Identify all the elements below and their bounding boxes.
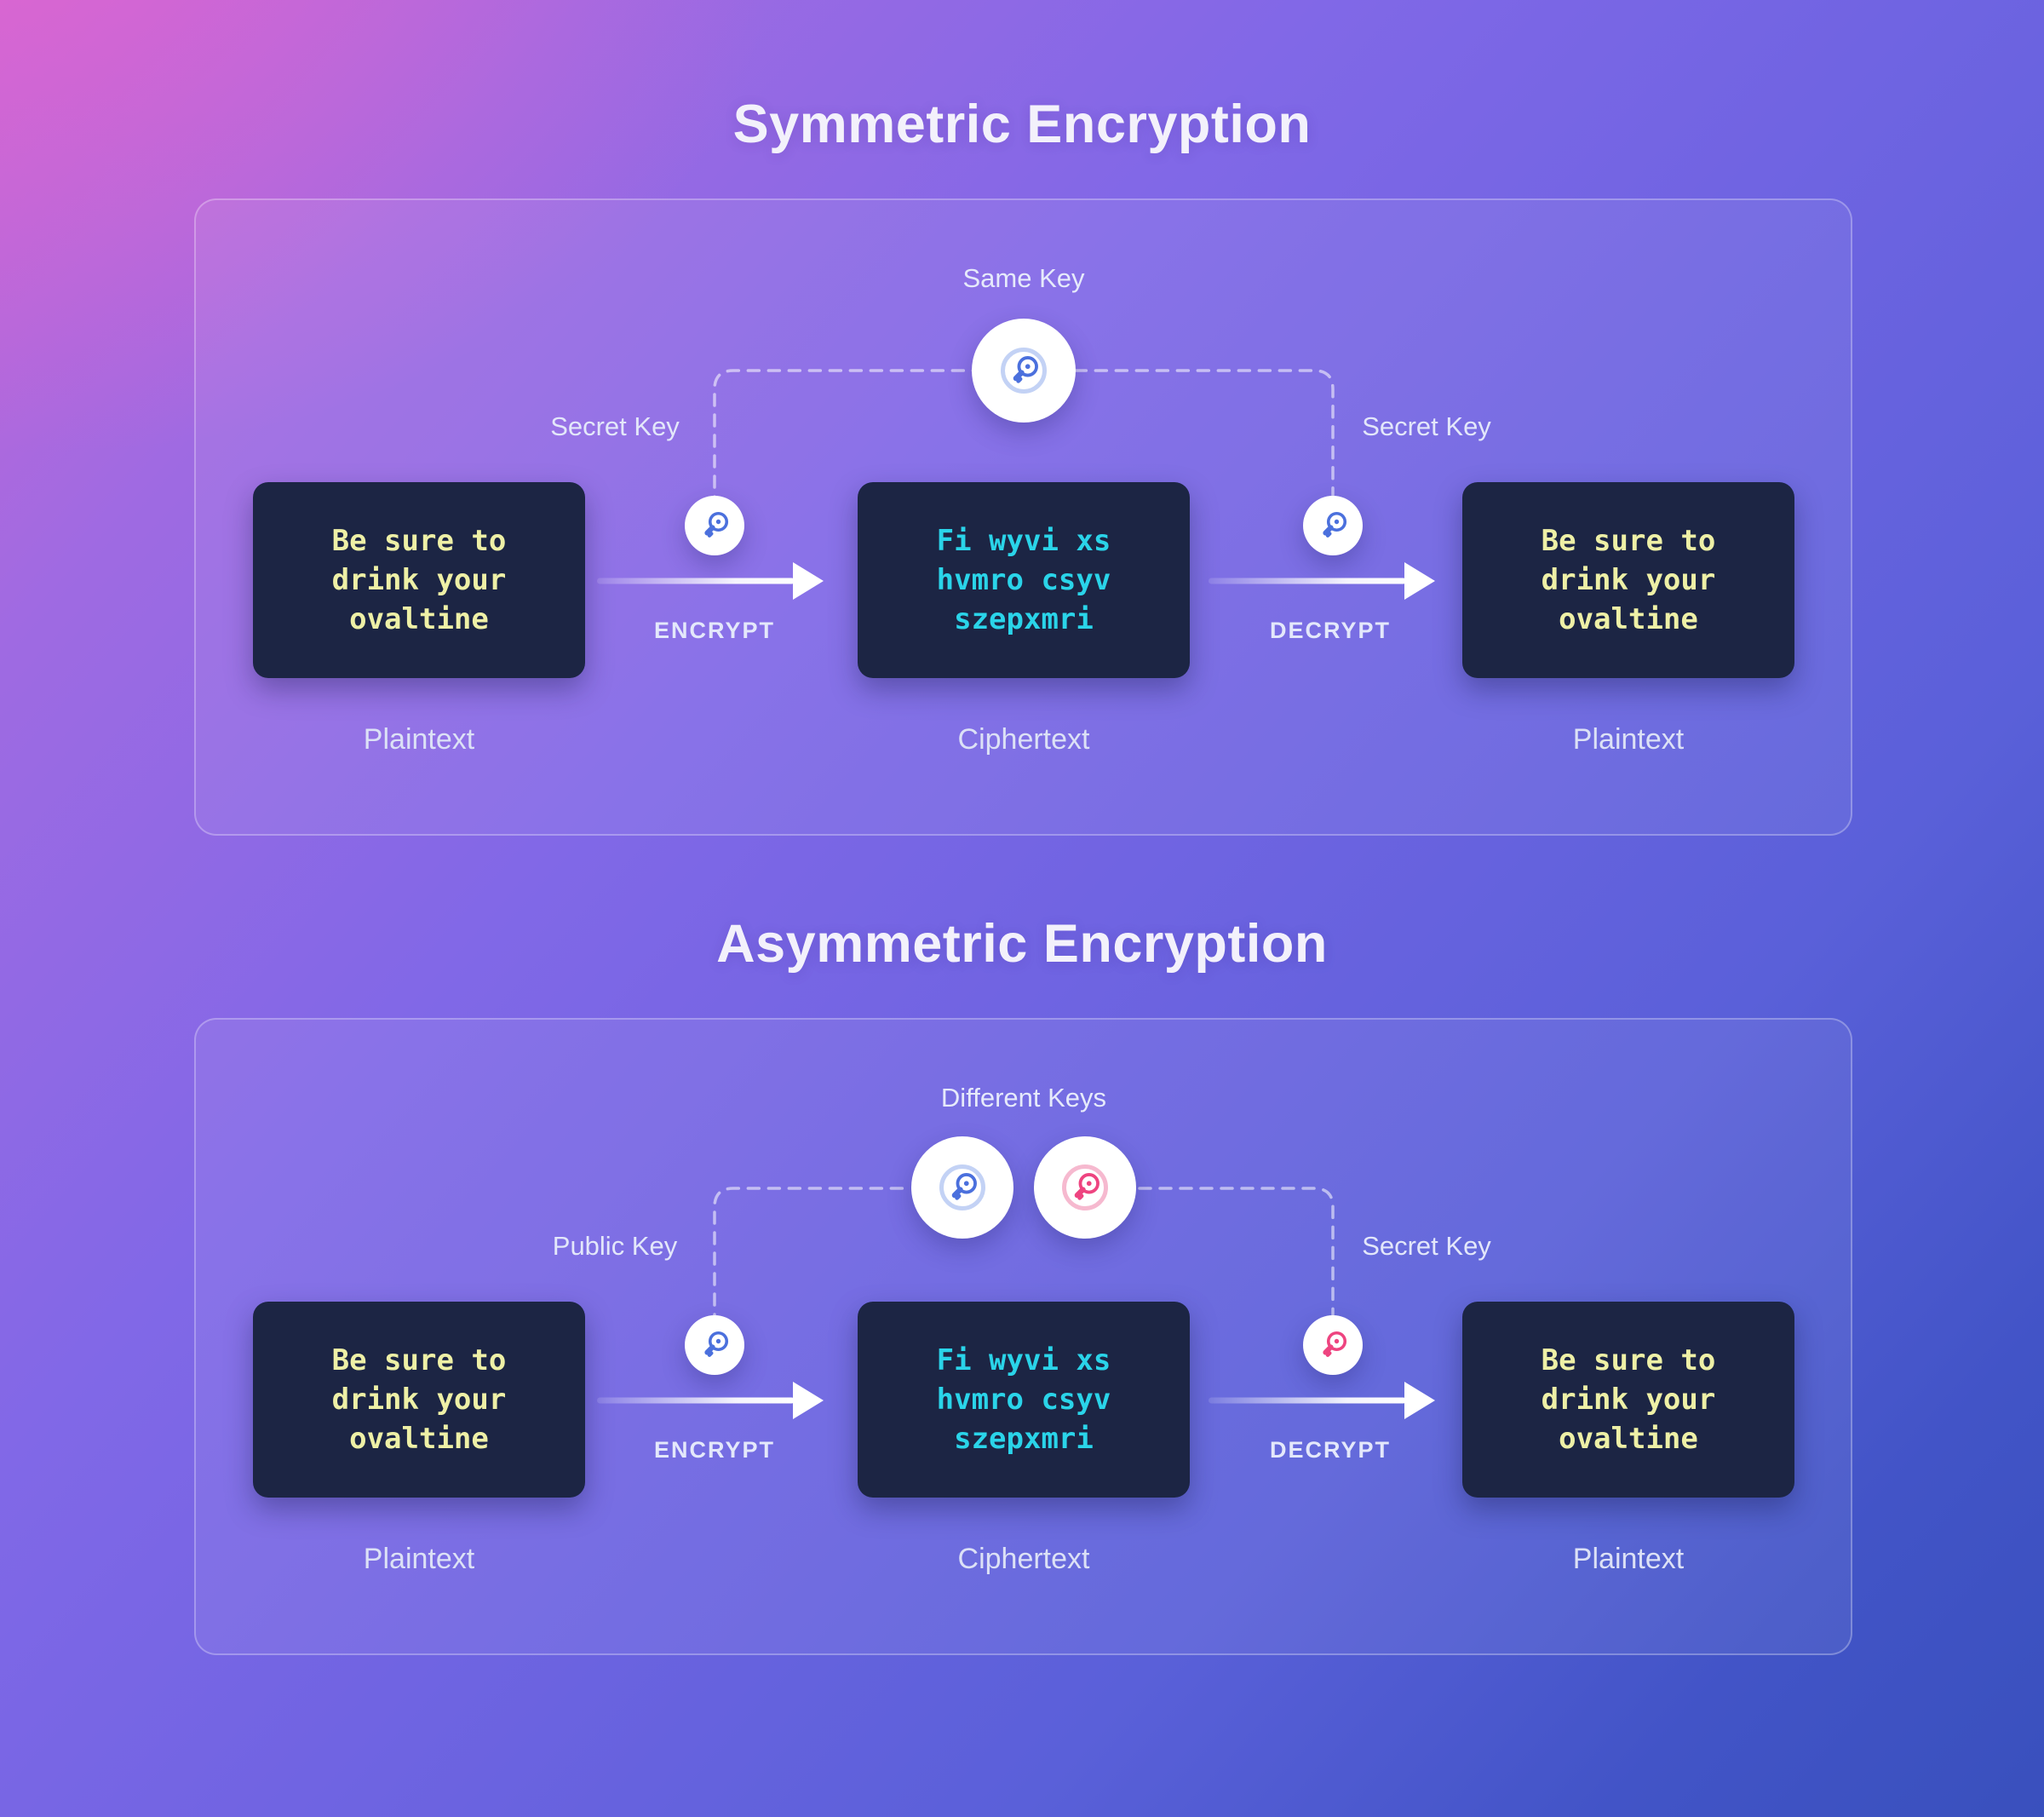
decrypt-label: DECRYPT (1269, 618, 1391, 643)
ciphertext-caption: Ciphertext (957, 723, 1090, 756)
plaintext-caption-left: Plaintext (363, 723, 475, 756)
symmetric-title: Symmetric Encryption (732, 95, 1312, 154)
key-icon (699, 510, 730, 541)
message-line: drink your (1541, 1383, 1716, 1417)
message-line: ovaltine (349, 602, 489, 636)
message-line: drink your (331, 563, 507, 597)
key-ring (1062, 1164, 1108, 1210)
shared-key-badge (972, 319, 1076, 423)
decrypt-label: DECRYPT (1269, 1437, 1391, 1463)
plaintext-box-left: Be sure to drink your ovaltine (253, 1302, 585, 1498)
message-line: szepxmri (954, 602, 1094, 636)
message-line: Be sure to (331, 1343, 507, 1377)
encrypt-label: ENCRYPT (653, 618, 775, 643)
encrypt-key-badge (685, 496, 744, 555)
message-line: ovaltine (349, 1422, 489, 1456)
encrypt-arrow (597, 1382, 824, 1419)
message-line: ovaltine (1559, 602, 1698, 636)
key-icon (946, 1171, 979, 1204)
asymmetric-title: Asymmetric Encryption (716, 914, 1328, 974)
message-line: Be sure to (331, 524, 507, 558)
message-line: szepxmri (954, 1422, 1094, 1456)
message-line: drink your (1541, 563, 1716, 597)
secret-key-label-left: Secret Key (550, 411, 680, 441)
secret-key-label-right: Secret Key (1362, 411, 1491, 441)
ciphertext-box: Fi wyvi xs hvmro csyv szepxmri (858, 482, 1190, 678)
encrypt-arrow (597, 562, 824, 600)
secret-key-label: Secret Key (1362, 1231, 1491, 1261)
key-icon (1008, 354, 1040, 387)
decrypt-key-badge (1303, 1315, 1363, 1375)
key-ring (1001, 348, 1047, 394)
public-key-badge (911, 1136, 1013, 1239)
key-ring (939, 1164, 985, 1210)
same-key-label: Same Key (962, 263, 1085, 293)
plaintext-caption-left: Plaintext (363, 1543, 475, 1575)
symmetric-panel: Same Key Secret Key Secret Key Be sure t… (194, 198, 1852, 836)
message-line: Fi wyvi xs (936, 524, 1111, 558)
key-icon (1318, 510, 1348, 541)
message-line: Be sure to (1541, 1343, 1716, 1377)
plaintext-box-right: Be sure to drink your ovaltine (1462, 1302, 1794, 1498)
ciphertext-caption: Ciphertext (957, 1543, 1090, 1575)
key-connector-line (713, 1187, 1335, 1348)
message-line: drink your (331, 1383, 507, 1417)
message-line: Be sure to (1541, 524, 1716, 558)
message-line: hvmro csyv (936, 1383, 1111, 1417)
key-icon (1069, 1171, 1101, 1204)
secret-key-badge (1034, 1136, 1136, 1239)
encrypt-key-badge (685, 1315, 744, 1375)
asymmetric-panel: Different Keys Public Key Secret Key Be … (194, 1018, 1852, 1655)
plaintext-box-left: Be sure to drink your ovaltine (253, 482, 585, 678)
message-line: ovaltine (1559, 1422, 1698, 1456)
public-key-label: Public Key (552, 1231, 678, 1261)
message-line: hvmro csyv (936, 563, 1111, 597)
key-icon (1318, 1330, 1348, 1360)
decrypt-arrow (1209, 1382, 1435, 1419)
key-icon (699, 1330, 730, 1360)
ciphertext-box: Fi wyvi xs hvmro csyv szepxmri (858, 1302, 1190, 1498)
plaintext-box-right: Be sure to drink your ovaltine (1462, 482, 1794, 678)
plaintext-caption-right: Plaintext (1572, 723, 1685, 756)
decrypt-arrow (1209, 562, 1435, 600)
different-keys-label: Different Keys (940, 1083, 1107, 1113)
message-line: Fi wyvi xs (936, 1343, 1111, 1377)
encrypt-label: ENCRYPT (653, 1437, 775, 1463)
plaintext-caption-right: Plaintext (1572, 1543, 1685, 1575)
decrypt-key-badge (1303, 496, 1363, 555)
